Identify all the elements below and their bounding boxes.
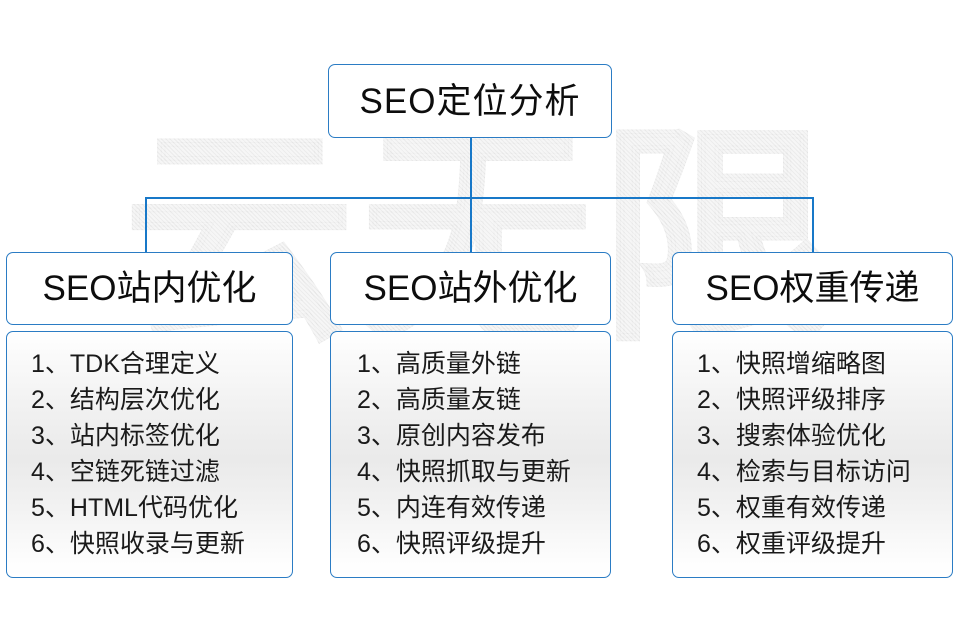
branch-header-2-title: SEO站外优化 bbox=[363, 269, 578, 308]
branch-column-2: SEO站外优化 1、高质量外链 2、高质量友链 3、原创内容发布 4、快照抓取与… bbox=[330, 252, 611, 578]
list-item: 6、权重评级提升 bbox=[697, 530, 886, 558]
connector-horizontal-bus bbox=[145, 197, 814, 199]
branch-list-2: 1、高质量外链 2、高质量友链 3、原创内容发布 4、快照抓取与更新 5、内连有… bbox=[331, 346, 610, 562]
list-item: 2、结构层次优化 bbox=[31, 386, 220, 414]
branch-header-3[interactable]: SEO权重传递 bbox=[672, 252, 953, 325]
branch-header-1[interactable]: SEO站内优化 bbox=[6, 252, 293, 325]
list-item: 1、TDK合理定义 bbox=[31, 350, 220, 378]
list-item: 5、HTML代码优化 bbox=[31, 494, 238, 522]
branch-body-3: 1、快照增缩略图 2、快照评级排序 3、搜索体验优化 4、检索与目标访问 5、权… bbox=[672, 331, 953, 578]
list-item: 4、检索与目标访问 bbox=[697, 458, 911, 486]
list-item: 5、权重有效传递 bbox=[697, 494, 886, 522]
list-item: 3、站内标签优化 bbox=[31, 422, 220, 450]
connector-root-stem bbox=[470, 138, 472, 198]
branch-header-3-title: SEO权重传递 bbox=[705, 269, 920, 308]
branch-column-1: SEO站内优化 1、TDK合理定义 2、结构层次优化 3、站内标签优化 4、空链… bbox=[6, 252, 293, 578]
branch-list-1: 1、TDK合理定义 2、结构层次优化 3、站内标签优化 4、空链死链过滤 5、H… bbox=[7, 346, 292, 562]
branch-body-2: 1、高质量外链 2、高质量友链 3、原创内容发布 4、快照抓取与更新 5、内连有… bbox=[330, 331, 611, 578]
list-item: 2、快照评级排序 bbox=[697, 386, 886, 414]
connector-drop-right bbox=[812, 197, 814, 252]
connector-drop-left bbox=[145, 197, 147, 252]
branch-list-3: 1、快照增缩略图 2、快照评级排序 3、搜索体验优化 4、检索与目标访问 5、权… bbox=[673, 346, 952, 562]
root-node-title: SEO定位分析 bbox=[359, 81, 581, 121]
list-item: 5、内连有效传递 bbox=[357, 494, 546, 522]
list-item: 4、快照抓取与更新 bbox=[357, 458, 571, 486]
branch-header-2[interactable]: SEO站外优化 bbox=[330, 252, 611, 325]
list-item: 3、搜索体验优化 bbox=[697, 422, 886, 450]
list-item: 1、快照增缩略图 bbox=[697, 350, 886, 378]
list-item: 6、快照收录与更新 bbox=[31, 530, 245, 558]
branch-body-1: 1、TDK合理定义 2、结构层次优化 3、站内标签优化 4、空链死链过滤 5、H… bbox=[6, 331, 293, 578]
branch-column-3: SEO权重传递 1、快照增缩略图 2、快照评级排序 3、搜索体验优化 4、检索与… bbox=[672, 252, 953, 578]
list-item: 2、高质量友链 bbox=[357, 386, 521, 414]
list-item: 4、空链死链过滤 bbox=[31, 458, 220, 486]
connector-drop-center bbox=[470, 197, 472, 252]
branch-header-1-title: SEO站内优化 bbox=[42, 269, 257, 308]
list-item: 6、快照评级提升 bbox=[357, 530, 546, 558]
list-item: 1、高质量外链 bbox=[357, 350, 521, 378]
list-item: 3、原创内容发布 bbox=[357, 422, 546, 450]
root-node[interactable]: SEO定位分析 bbox=[328, 64, 612, 138]
